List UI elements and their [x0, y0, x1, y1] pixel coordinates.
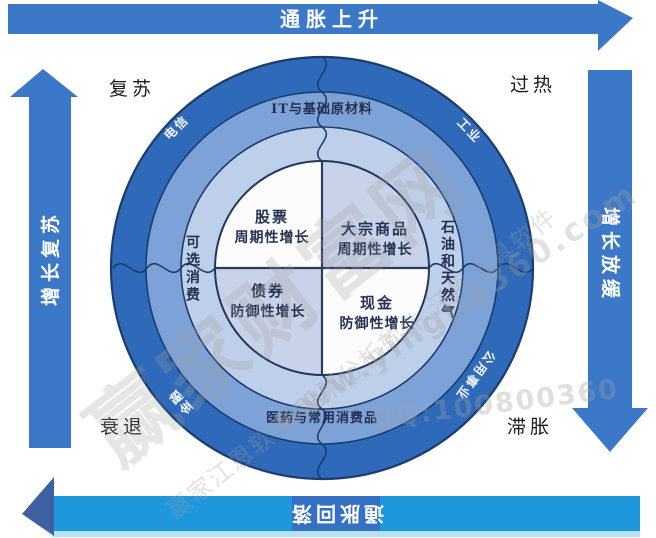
quadrant-bonds-style: 防御性增长 [231, 303, 306, 320]
ring-wave-dividers [112, 56, 534, 480]
left-arrow-shaft [29, 95, 71, 448]
left-arrowhead-up-icon [10, 69, 78, 97]
bottom-arrowhead-left-icon [22, 477, 54, 536]
right-arrow: 增长放缓 [572, 70, 648, 452]
phase-label-stagflation: 滞胀 [507, 416, 553, 438]
quadrant-commodities-asset: 大宗商品 [341, 220, 409, 238]
quadrant-cash-style: 防御性增长 [340, 315, 415, 332]
left-arrow: 增长复苏 [10, 69, 78, 448]
right-arrow-shaft [588, 70, 632, 410]
quadrant-bonds [215, 268, 322, 375]
clock-rings [109, 55, 535, 481]
quadrant-bonds-asset: 债券 [251, 282, 285, 300]
bottom-arrow-stripe [52, 531, 640, 537]
top-arrowhead-right-icon [598, 0, 633, 51]
right-arrow-label: 增长放缓 [599, 207, 622, 303]
quadrant-labels: 股票 周期性增长 大宗商品 周期性增长 债券 防御性增长 现金 防御性增长 [231, 208, 415, 332]
bottom-arrow-label: 通胀回落 [288, 502, 384, 526]
quadrant-stocks [215, 161, 322, 268]
bottom-arrow: 通胀回落 [22, 477, 640, 537]
phase-label-overheat: 过热 [510, 74, 556, 96]
right-arrowhead-down-icon [572, 408, 648, 452]
sector-it-materials: IT与基础原材料 [271, 101, 373, 117]
phase-label-recession: 衰退 [100, 416, 146, 438]
sector-pharma-staples: 医药与常用消费品 [266, 410, 378, 426]
quadrant-cash [322, 268, 429, 375]
bottom-arrow-label-patch [292, 496, 380, 531]
phase-label-recovery: 复苏 [109, 78, 155, 100]
quadrant-commodities [322, 161, 429, 268]
top-arrow-label: 通胀上升 [280, 7, 384, 31]
left-arrow-label: 增长复苏 [39, 210, 62, 306]
quadrant-stocks-asset: 股票 [255, 208, 289, 226]
sector-consumer-discretionary: 可选消费 [186, 235, 200, 304]
quadrant-commodities-style: 周期性增长 [338, 241, 413, 258]
sector-oil-gas: 石油和天然气 [440, 220, 456, 321]
quadrant-stocks-style: 周期性增长 [235, 229, 310, 246]
top-arrow: 通胀上升 [8, 0, 633, 51]
top-arrow-shaft [8, 4, 598, 34]
quadrant-cash-asset: 现金 [360, 294, 394, 312]
